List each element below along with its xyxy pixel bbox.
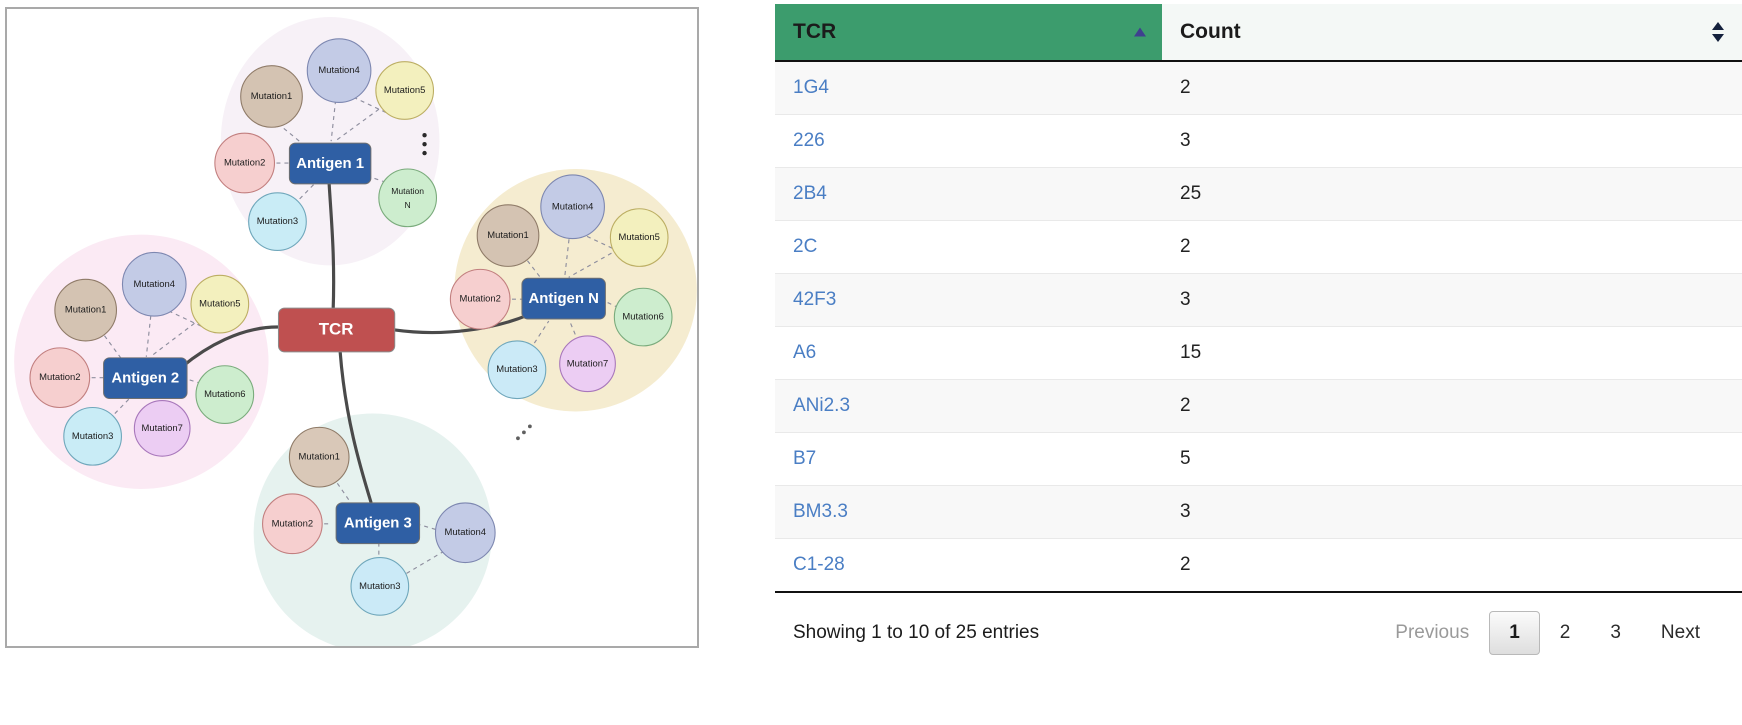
cell-count: 2 — [1162, 221, 1742, 274]
table-footer: Showing 1 to 10 of 25 entries Previous 1… — [775, 593, 1742, 655]
cell-tcr: C1-28 — [775, 539, 1162, 593]
cell-count: 15 — [1162, 327, 1742, 380]
mutation-label: Mutation4 — [445, 527, 486, 538]
mutation-label: Mutation7 — [141, 423, 182, 434]
cell-count: 2 — [1162, 380, 1742, 433]
column-header-count[interactable]: Count — [1162, 4, 1742, 61]
tcr-link[interactable]: BM3.3 — [793, 501, 848, 522]
cell-count: 2 — [1162, 61, 1742, 115]
pagination-page-1[interactable]: 1 — [1489, 611, 1540, 655]
cell-tcr: 2C — [775, 221, 1162, 274]
cell-tcr: 2B4 — [775, 168, 1162, 221]
pagination-page-3[interactable]: 3 — [1590, 611, 1641, 655]
cell-tcr: ANi2.3 — [775, 380, 1162, 433]
cell-tcr: A6 — [775, 327, 1162, 380]
mutation-label: Mutation2 — [272, 518, 313, 529]
antigen-label: Antigen N — [529, 291, 599, 307]
tcr-link[interactable]: 2B4 — [793, 183, 827, 204]
cell-count: 25 — [1162, 168, 1742, 221]
entries-info: Showing 1 to 10 of 25 entries — [793, 622, 1039, 644]
mutation-label: Mutation7 — [567, 358, 608, 369]
tcr-link[interactable]: C1-28 — [793, 554, 845, 575]
tcr-link[interactable]: A6 — [793, 342, 816, 363]
mutation-label: Mutation6 — [622, 312, 663, 323]
mutation-label: Mutation1 — [251, 91, 292, 102]
cell-count: 3 — [1162, 274, 1742, 327]
table-row[interactable]: ANi2.3 2 — [775, 380, 1742, 433]
sort-ascending-icon — [1134, 28, 1146, 37]
mutation-label: Mutation1 — [298, 452, 339, 463]
mutation-label: Mutation5 — [618, 232, 659, 243]
network-diagram-panel: Mutation1 Mutation2 Mutation3 Mutation4 … — [5, 7, 699, 648]
table-row[interactable]: 42F3 3 — [775, 274, 1742, 327]
cell-tcr: 226 — [775, 115, 1162, 168]
mutation-label: Mutation1 — [487, 230, 528, 241]
pagination-page-2[interactable]: 2 — [1540, 611, 1591, 655]
vertical-ellipsis-icon — [422, 133, 426, 155]
mutation-label: Mutation — [391, 186, 424, 196]
cell-count: 3 — [1162, 486, 1742, 539]
antigen-label: Antigen 2 — [111, 371, 179, 387]
tcr-count-table-panel: TCR Count 1G4 2 226 — [775, 4, 1742, 721]
cell-count: 5 — [1162, 433, 1742, 486]
network-diagram-svg: Mutation1 Mutation2 Mutation3 Mutation4 … — [7, 9, 697, 646]
antigen-label: Antigen 3 — [344, 516, 412, 532]
tcr-count-table: TCR Count 1G4 2 226 — [775, 4, 1742, 593]
mutation-label: Mutation3 — [72, 431, 113, 442]
mutation-label: Mutation3 — [496, 364, 537, 375]
column-header-tcr-label: TCR — [793, 20, 836, 43]
cell-count: 2 — [1162, 539, 1742, 593]
tcr-link[interactable]: 2C — [793, 236, 817, 257]
tcr-link[interactable]: 226 — [793, 130, 825, 151]
mutation-label: Mutation5 — [384, 85, 425, 96]
mutation-label: Mutation2 — [224, 158, 265, 169]
tcr-link[interactable]: ANi2.3 — [793, 395, 850, 416]
cell-tcr: B7 — [775, 433, 1162, 486]
mutation-label: Mutation4 — [134, 279, 175, 290]
mutation-label: Mutation4 — [318, 65, 359, 76]
mutation-node — [379, 169, 437, 227]
table-head: TCR Count — [775, 4, 1742, 61]
mutation-label: Mutation3 — [257, 216, 298, 227]
tcr-center-label: TCR — [319, 319, 354, 338]
mutation-label: Mutation4 — [552, 201, 593, 212]
table-row[interactable]: 226 3 — [775, 115, 1742, 168]
table-row[interactable]: 2C 2 — [775, 221, 1742, 274]
table-row[interactable]: C1-28 2 — [775, 539, 1742, 593]
mutation-label: Mutation3 — [359, 581, 400, 592]
cell-tcr: BM3.3 — [775, 486, 1162, 539]
mutation-label: N — [405, 200, 411, 210]
table-row[interactable]: A6 15 — [775, 327, 1742, 380]
table-header-row: TCR Count — [775, 4, 1742, 61]
cell-count: 3 — [1162, 115, 1742, 168]
table-body: 1G4 2 226 3 2B4 25 2C 2 42F3 3 — [775, 61, 1742, 592]
pagination: Previous 1 2 3 Next — [1375, 611, 1720, 655]
table-row[interactable]: 1G4 2 — [775, 61, 1742, 115]
table-row[interactable]: BM3.3 3 — [775, 486, 1742, 539]
cell-tcr: 42F3 — [775, 274, 1162, 327]
diagonal-ellipsis-icon — [516, 424, 532, 440]
pagination-previous[interactable]: Previous — [1375, 611, 1489, 655]
mutation-label: Mutation5 — [199, 299, 240, 310]
mutation-label: Mutation2 — [39, 372, 80, 383]
table-row[interactable]: B7 5 — [775, 433, 1742, 486]
antigen-label: Antigen 1 — [296, 156, 364, 172]
sort-both-icon — [1712, 22, 1724, 42]
tcr-link[interactable]: B7 — [793, 448, 816, 469]
table-row[interactable]: 2B4 25 — [775, 168, 1742, 221]
mutation-label: Mutation1 — [65, 305, 106, 316]
tcr-link[interactable]: 42F3 — [793, 289, 836, 310]
cell-tcr: 1G4 — [775, 61, 1162, 115]
mutation-label: Mutation6 — [204, 389, 245, 400]
tcr-link[interactable]: 1G4 — [793, 77, 829, 98]
column-header-tcr[interactable]: TCR — [775, 4, 1162, 61]
column-header-count-label: Count — [1180, 20, 1241, 43]
pagination-next[interactable]: Next — [1641, 611, 1720, 655]
mutation-label: Mutation2 — [459, 294, 500, 305]
